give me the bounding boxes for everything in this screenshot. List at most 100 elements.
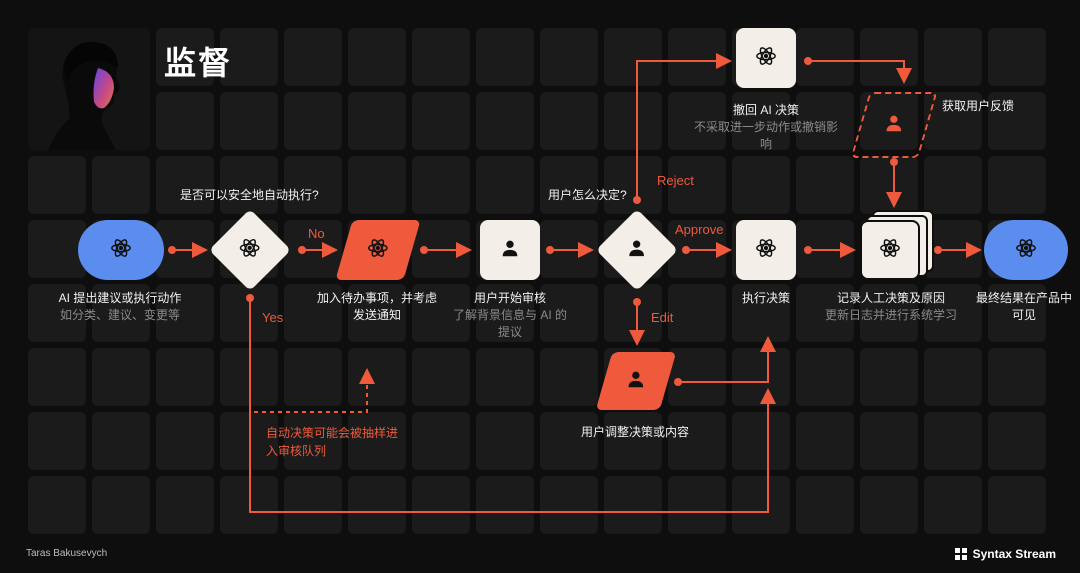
user-icon <box>626 237 648 264</box>
grid-tile <box>412 348 470 406</box>
user-icon <box>883 112 905 139</box>
grid-tile <box>348 412 406 470</box>
feedback-node <box>850 92 938 158</box>
grid-tile <box>284 348 342 406</box>
grid-tile <box>540 28 598 86</box>
grid-tile <box>924 412 982 470</box>
grid-tile <box>156 476 214 534</box>
grid-tile <box>988 412 1046 470</box>
grid-tile <box>92 156 150 214</box>
grid-tile <box>924 28 982 86</box>
grid-tile <box>668 476 726 534</box>
grid-tile <box>92 348 150 406</box>
grid-tile <box>796 284 854 342</box>
avatar <box>28 28 150 150</box>
question-user-decide: 用户怎么决定? <box>548 188 627 202</box>
ai-propose-node <box>78 220 164 280</box>
final-node <box>984 220 1068 280</box>
grid-tile <box>348 156 406 214</box>
grid-tile <box>156 92 214 150</box>
grid-tile <box>796 412 854 470</box>
grid-tile <box>476 348 534 406</box>
record-node <box>860 220 920 280</box>
grid-tile <box>476 284 534 342</box>
grid-tile <box>604 156 662 214</box>
grid-tile <box>476 412 534 470</box>
grid-tile <box>924 156 982 214</box>
grid-tile <box>412 476 470 534</box>
grid-tile <box>860 284 918 342</box>
grid-tile <box>796 92 854 150</box>
atom-icon <box>110 237 132 264</box>
grid-tile <box>284 412 342 470</box>
author-credit: Taras Bakusevych <box>26 548 108 559</box>
execute-node <box>736 220 796 280</box>
brand-name: Syntax Stream <box>972 547 1056 561</box>
atom-icon <box>755 45 777 72</box>
grid-tile <box>156 156 214 214</box>
grid-tile <box>348 348 406 406</box>
atom-icon <box>879 237 901 264</box>
grid-tile <box>988 348 1046 406</box>
grid-tile <box>732 156 790 214</box>
ai-propose-title: AI 提出建议或执行动作 <box>58 291 182 305</box>
grid-tile <box>988 28 1046 86</box>
atom-icon <box>367 237 389 264</box>
grid-tile <box>412 92 470 150</box>
user-review-node <box>480 220 540 280</box>
grid-tile <box>348 284 406 342</box>
grid-tile <box>796 28 854 86</box>
grid-tile <box>860 92 918 150</box>
edge-label-approve: Approve <box>675 222 724 237</box>
user-decide-decision <box>595 208 679 292</box>
grid-tile <box>28 220 86 278</box>
grid-tile <box>668 284 726 342</box>
grid-tile <box>284 92 342 150</box>
grid-tile <box>988 92 1046 150</box>
grid-tile <box>988 156 1046 214</box>
grid-tile <box>284 28 342 86</box>
execute-label: 执行决策 <box>741 291 790 305</box>
grid-tile <box>412 28 470 86</box>
grid-tile <box>604 476 662 534</box>
grid-tile <box>28 348 86 406</box>
grid-tile <box>92 476 150 534</box>
record-label: 记录人工决策及原因 更新日志并进行系统学习 <box>816 290 966 324</box>
grid-tile <box>860 412 918 470</box>
grid-tile <box>476 28 534 86</box>
grid-tile <box>988 284 1046 342</box>
grid-tile <box>604 28 662 86</box>
page-title: 监督 <box>164 45 233 81</box>
grid-tile <box>540 156 598 214</box>
brand-mark: Syntax Stream <box>954 547 1056 561</box>
portrait-silhouette-icon <box>48 41 120 150</box>
todo-label: 加入待办事项，并考虑发送通知 <box>316 291 437 322</box>
grid-tile <box>220 28 278 86</box>
revoke-title: 撤回 AI 决策 <box>732 103 799 117</box>
grid-tile <box>604 92 662 150</box>
grid-tile <box>540 412 598 470</box>
auto-safe-decision <box>208 208 292 292</box>
grid-tile <box>540 284 598 342</box>
grid-tile <box>540 476 598 534</box>
grid-tile <box>348 476 406 534</box>
question-auto-safe: 是否可以安全地自动执行? <box>180 188 319 202</box>
grid-tile <box>924 284 982 342</box>
revoke-node <box>736 28 796 88</box>
ai-propose-label: AI 提出建议或执行动作 如分类、建议、变更等 <box>40 290 200 324</box>
grid-tile <box>924 348 982 406</box>
grid-tile <box>412 412 470 470</box>
user-review-label: 用户开始审核 了解背景信息与 AI 的提议 <box>450 290 570 341</box>
grid-tile <box>668 348 726 406</box>
grid-tile <box>668 92 726 150</box>
grid-tile <box>284 284 342 342</box>
grid-tile <box>412 284 470 342</box>
user-review-title: 用户开始审核 <box>473 291 546 305</box>
grid-tile <box>28 412 86 470</box>
record-title: 记录人工决策及原因 <box>836 291 945 305</box>
grid-tile <box>796 348 854 406</box>
record-sub: 更新日志并进行系统学习 <box>824 308 957 322</box>
feedback-label: 获取用户反馈 <box>942 99 1015 113</box>
grid-tile <box>156 412 214 470</box>
